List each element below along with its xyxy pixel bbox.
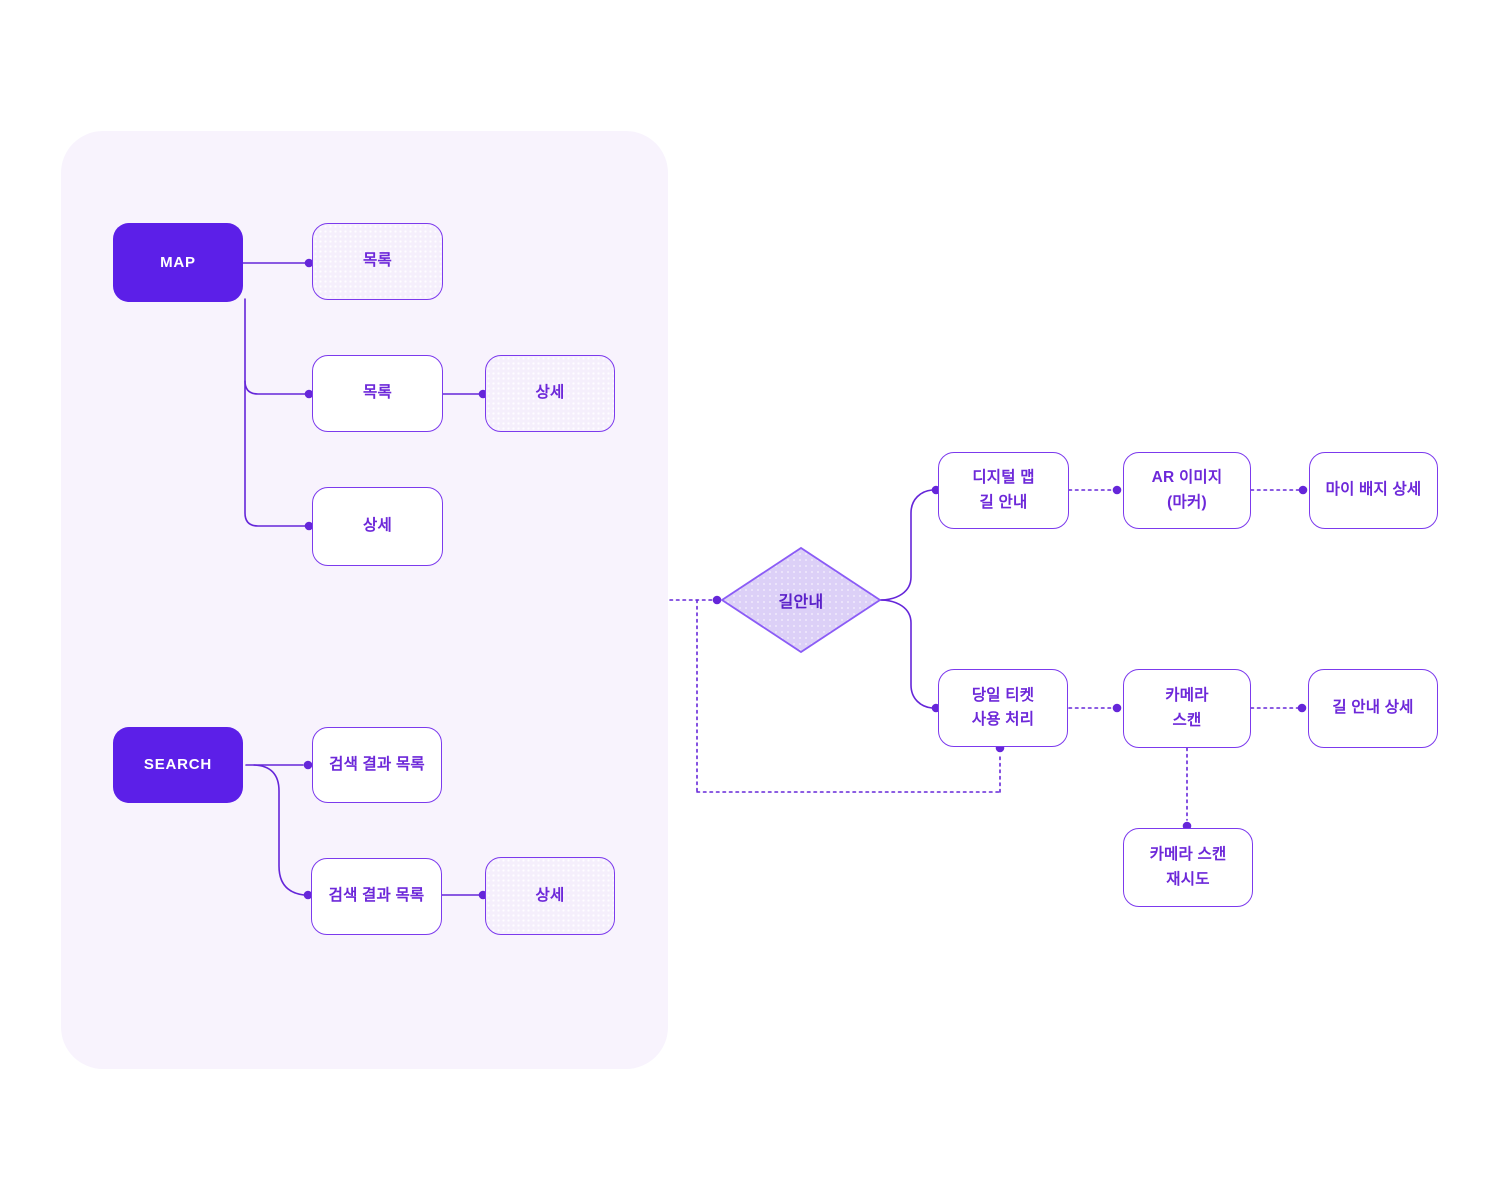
node-label: 목록 — [363, 384, 392, 402]
node-label: AR 이미지 (마커) — [1151, 469, 1223, 511]
node-label: 당일 티켓 사용 처리 — [971, 686, 1035, 728]
node-search-detail[interactable]: 상세 — [485, 857, 615, 935]
node-label: 상세 — [363, 517, 392, 535]
connector-decision-to-digital-map — [879, 489, 933, 601]
node-search-root[interactable]: SEARCH — [113, 727, 243, 803]
node-map-root[interactable]: MAP — [113, 223, 243, 302]
node-label: 검색 결과 목록 — [328, 887, 425, 905]
node-label: 마이 배지 상세 — [1325, 481, 1422, 499]
node-label: 상세 — [535, 886, 565, 904]
node-ar-image-marker[interactable]: AR 이미지 (마커) — [1123, 452, 1251, 529]
node-label: 디지털 맵 길 안내 — [972, 469, 1035, 511]
node-map-list-detail[interactable]: 상세 — [485, 355, 615, 432]
node-label: 목록 — [363, 252, 392, 270]
node-my-badge-detail[interactable]: 마이 배지 상세 — [1309, 452, 1438, 529]
node-map-list-1[interactable]: 목록 — [312, 223, 443, 300]
node-camera-scan[interactable]: 카메라 스캔 — [1123, 669, 1251, 748]
node-digital-map-guide[interactable]: 디지털 맵 길 안내 — [938, 452, 1069, 529]
dotted-connectors — [669, 489, 1300, 821]
node-label: SEARCH — [143, 756, 213, 774]
node-map-detail[interactable]: 상세 — [312, 487, 443, 566]
node-label: 상세 — [535, 384, 565, 402]
node-guide-decision-label: 길안내 — [778, 594, 824, 611]
connector-decision-to-ticket — [879, 599, 933, 709]
node-label: 카메라 스캔 재시도 — [1149, 846, 1227, 888]
node-label: 길 안내 상세 — [1332, 699, 1414, 717]
node-search-results-2[interactable]: 검색 결과 목록 — [311, 858, 442, 935]
node-label: MAP — [160, 253, 196, 271]
node-search-results-1[interactable]: 검색 결과 목록 — [312, 727, 442, 803]
node-guide-detail[interactable]: 길 안내 상세 — [1308, 669, 1438, 748]
node-camera-scan-retry[interactable]: 카메라 스캔 재시도 — [1123, 828, 1253, 907]
node-day-ticket-use[interactable]: 당일 티켓 사용 처리 — [938, 669, 1068, 747]
node-label: 검색 결과 목록 — [329, 755, 425, 773]
node-map-list-2[interactable]: 목록 — [312, 355, 443, 432]
node-label: 카메라 스캔 — [1165, 687, 1209, 729]
